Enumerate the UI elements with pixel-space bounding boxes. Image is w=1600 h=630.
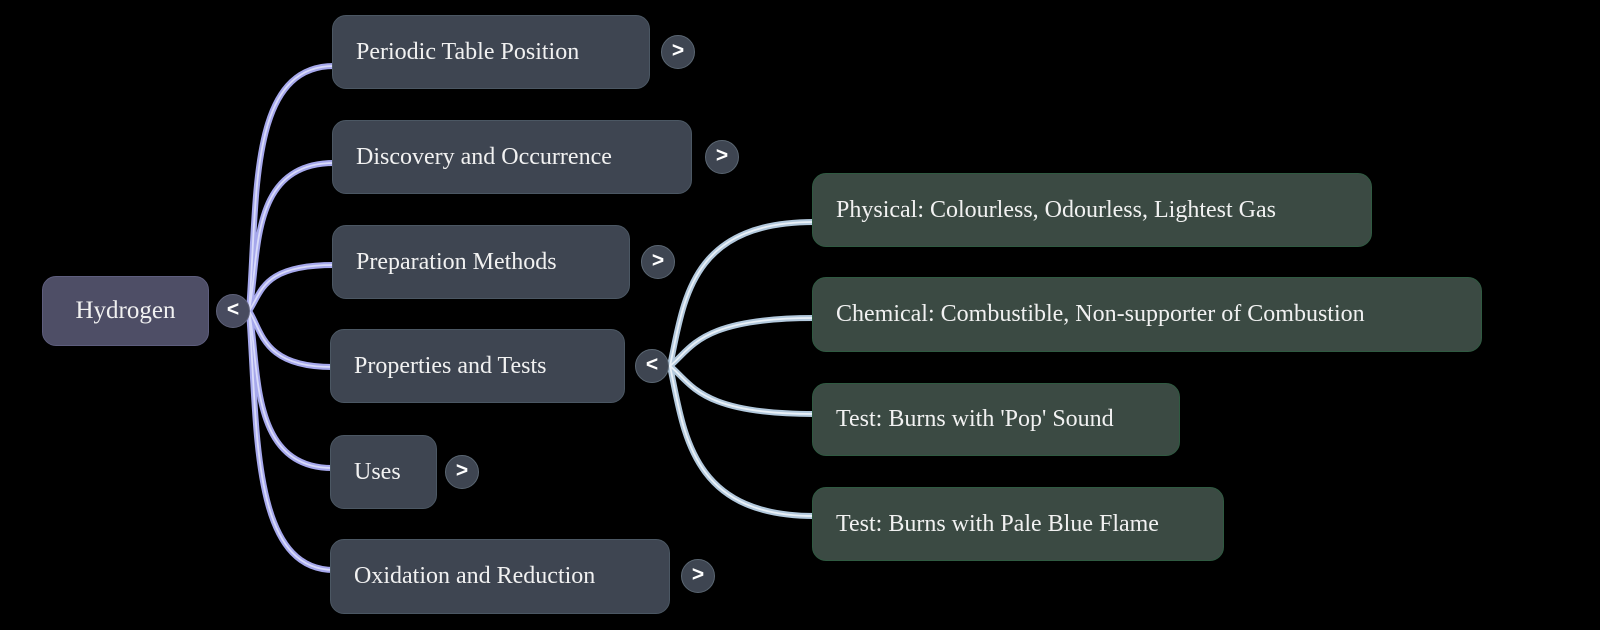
expand-toggle-uses[interactable]: > bbox=[445, 455, 479, 489]
node-label: Test: Burns with Pale Blue Flame bbox=[836, 510, 1159, 537]
edge-root-periodic bbox=[246, 63, 337, 314]
node-test-pale-blue-flame[interactable]: Test: Burns with Pale Blue Flame bbox=[812, 487, 1224, 561]
edge-core bbox=[248, 310, 333, 368]
edge-core bbox=[669, 317, 815, 367]
node-test-pop-sound[interactable]: Test: Burns with 'Pop' Sound bbox=[812, 383, 1180, 456]
node-uses[interactable]: Uses bbox=[330, 435, 437, 509]
expand-toggle-preparation-methods[interactable]: > bbox=[641, 245, 675, 279]
edge-root-oxidation bbox=[246, 308, 337, 573]
node-label: Discovery and Occurrence bbox=[356, 143, 612, 170]
expand-toggle-discovery-and-occurrence[interactable]: > bbox=[705, 140, 739, 174]
collapse-toggle-properties-and-tests[interactable]: < bbox=[635, 349, 669, 383]
node-label: Test: Burns with 'Pop' Sound bbox=[836, 406, 1114, 433]
collapse-toggle-root[interactable]: < bbox=[216, 294, 250, 328]
edge-properties-chemical bbox=[667, 315, 817, 369]
edge-core bbox=[248, 65, 335, 312]
expand-toggle-periodic-table-position[interactable]: > bbox=[661, 35, 695, 69]
node-properties-and-tests[interactable]: Properties and Tests bbox=[330, 329, 625, 403]
node-label: Hydrogen bbox=[75, 297, 176, 325]
edge-core bbox=[669, 221, 815, 367]
node-oxidation-and-reduction[interactable]: Oxidation and Reduction bbox=[330, 539, 670, 614]
edge-core bbox=[248, 264, 335, 312]
edge-core bbox=[248, 310, 333, 469]
node-periodic-table-position[interactable]: Periodic Table Position bbox=[332, 15, 650, 89]
node-label: Chemical: Combustible, Non-supporter of … bbox=[836, 301, 1365, 328]
node-label: Oxidation and Reduction bbox=[354, 563, 596, 590]
node-label: Periodic Table Position bbox=[356, 38, 580, 65]
node-physical-properties[interactable]: Physical: Colourless, Odourless, Lightes… bbox=[812, 173, 1372, 247]
node-label: Properties and Tests bbox=[354, 352, 547, 379]
edge-core bbox=[669, 365, 815, 415]
edge-core bbox=[248, 162, 335, 312]
expand-toggle-oxidation-and-reduction[interactable]: > bbox=[681, 559, 715, 593]
node-chemical-properties[interactable]: Chemical: Combustible, Non-supporter of … bbox=[812, 277, 1482, 352]
edge-root-properties bbox=[246, 308, 335, 370]
node-preparation-methods[interactable]: Preparation Methods bbox=[332, 225, 630, 299]
node-label: Uses bbox=[354, 458, 401, 485]
node-label: Preparation Methods bbox=[356, 248, 557, 275]
node-discovery-and-occurrence[interactable]: Discovery and Occurrence bbox=[332, 120, 692, 194]
edge-core bbox=[248, 310, 335, 571]
node-label: Physical: Colourless, Odourless, Lightes… bbox=[836, 196, 1276, 223]
node-hydrogen-root[interactable]: Hydrogen bbox=[42, 276, 209, 346]
edge-properties-test-pop bbox=[667, 363, 817, 417]
edge-core bbox=[669, 365, 815, 517]
